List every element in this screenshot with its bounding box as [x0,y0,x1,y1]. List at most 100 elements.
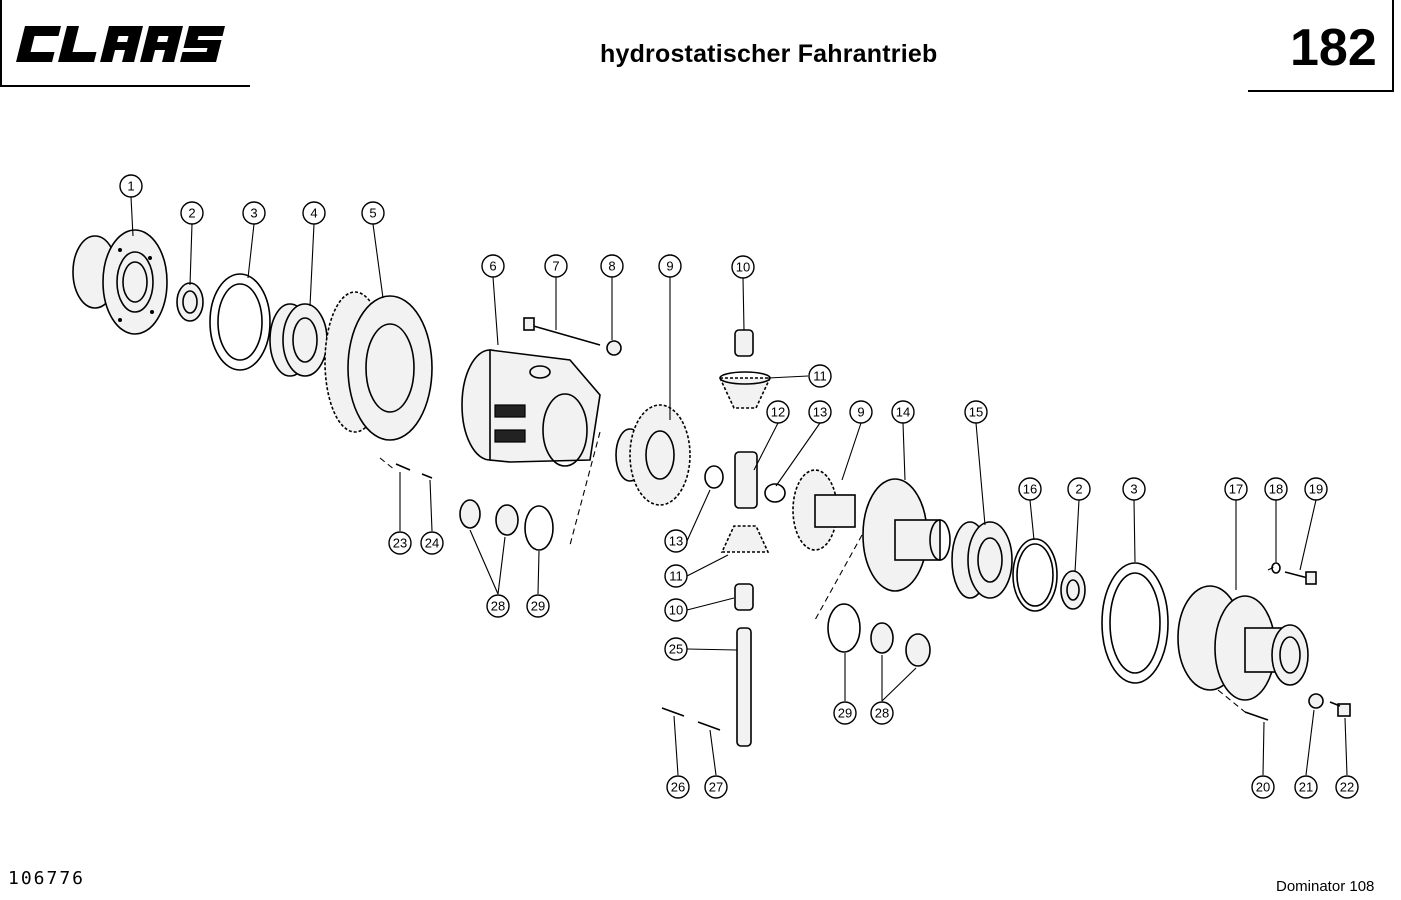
svg-text:9: 9 [857,405,864,420]
svg-text:16: 16 [1023,482,1037,497]
part-nut-right [1308,693,1324,709]
part-ring-gear [324,291,433,441]
callout-23: 23 [388,531,412,555]
part-sleeve-bottom [734,583,754,611]
part-pin-26 [661,707,685,717]
svg-text:13: 13 [813,405,827,420]
svg-text:18: 18 [1269,482,1283,497]
svg-text:3: 3 [250,206,257,221]
callout-10-bottom: 10 [664,598,688,622]
part-sleeve-top [734,329,754,357]
callout-14: 14 [891,400,915,424]
assembly-line-right [814,534,863,621]
svg-text:20: 20 [1256,780,1270,795]
svg-text:22: 22 [1340,780,1354,795]
svg-text:13: 13 [669,534,683,549]
callout-19: 19 [1304,477,1328,501]
assembly-line-washer [1267,565,1277,571]
assembly-line-left [379,457,396,471]
svg-text:12: 12 [771,405,785,420]
callout-2-right: 2 [1067,477,1091,501]
callout-7: 7 [544,254,568,278]
part-washer-29-left [524,505,554,551]
document-id: 106776 [8,868,86,889]
page-number: 182 [1290,19,1377,77]
svg-text:19: 19 [1309,482,1323,497]
callout-9-left: 9 [658,254,682,278]
callout-20: 20 [1251,775,1275,799]
part-seal-ring-right [1060,570,1086,610]
assembly-line-cover [1217,689,1246,713]
claas-logo [16,26,226,62]
part-gasket-right [1101,562,1169,684]
part-washer-29-right [827,603,861,653]
svg-text:23: 23 [393,536,407,551]
part-pin-23 [395,463,411,471]
svg-text:2: 2 [1075,482,1082,497]
callout-10-top: 10 [731,255,755,279]
callout-13-bottom: 13 [664,529,688,553]
part-flange-left [72,229,168,335]
header-left-horizontal-line [0,85,250,87]
callout-6: 6 [481,254,505,278]
svg-text:4: 4 [310,206,317,221]
svg-text:25: 25 [669,642,683,657]
part-pin-24 [421,473,433,479]
page-title: hydrostatischer Fahrantrieb [600,40,938,68]
callout-1: 1 [119,174,143,198]
callout-28-left: 28 [486,594,510,618]
part-thrust-washer-left [704,465,724,489]
svg-text:17: 17 [1229,482,1243,497]
part-thrust-washer-right [764,483,786,503]
svg-text:11: 11 [813,369,827,384]
callout-17: 17 [1224,477,1248,501]
leader-lines [130,196,1348,776]
svg-text:10: 10 [669,603,683,618]
callout-22: 22 [1335,775,1359,799]
callout-5: 5 [361,201,385,225]
part-bearing-left [269,303,328,377]
callout-24: 24 [420,531,444,555]
part-o-ring [1012,538,1058,612]
svg-text:2: 2 [188,206,195,221]
header-right-horizontal-line [1248,90,1394,92]
callout-4: 4 [302,201,326,225]
svg-text:10: 10 [736,260,750,275]
header-right-vertical-line [1392,0,1394,92]
callout-11-bottom: 11 [664,564,688,588]
part-cross-shaft [736,627,752,747]
callout-28-right: 28 [870,701,894,725]
svg-text:14: 14 [896,405,910,420]
svg-text:21: 21 [1299,780,1313,795]
svg-text:7: 7 [552,259,559,274]
part-differential-housing [461,349,601,467]
callout-21: 21 [1294,775,1318,799]
svg-text:3: 3 [1130,482,1137,497]
callout-9-right: 9 [849,400,873,424]
part-bevel-gear-right [792,469,856,551]
part-sleeve-middle [734,451,758,509]
part-gasket-left [209,273,271,371]
callout-12: 12 [766,400,790,424]
svg-text:24: 24 [425,536,439,551]
part-seal-ring-left [176,282,204,322]
callout-18: 18 [1264,477,1288,501]
part-flange-hub [862,478,951,592]
callout-3: 3 [242,201,266,225]
callout-13-top: 13 [808,400,832,424]
callout-26: 26 [666,775,690,799]
callout-3-right: 3 [1122,477,1146,501]
part-cover-right [1177,585,1309,701]
svg-text:28: 28 [875,706,889,721]
part-nut-small [606,340,622,356]
svg-text:5: 5 [369,206,376,221]
machine-model: Dominator 108 [1276,878,1375,895]
svg-text:29: 29 [838,706,852,721]
callout-2: 2 [180,201,204,225]
part-bearing-right [951,521,1013,599]
part-screw-bottom [1244,711,1269,721]
part-pin-27 [697,721,721,731]
svg-text:29: 29 [531,599,545,614]
callout-15: 15 [964,400,988,424]
